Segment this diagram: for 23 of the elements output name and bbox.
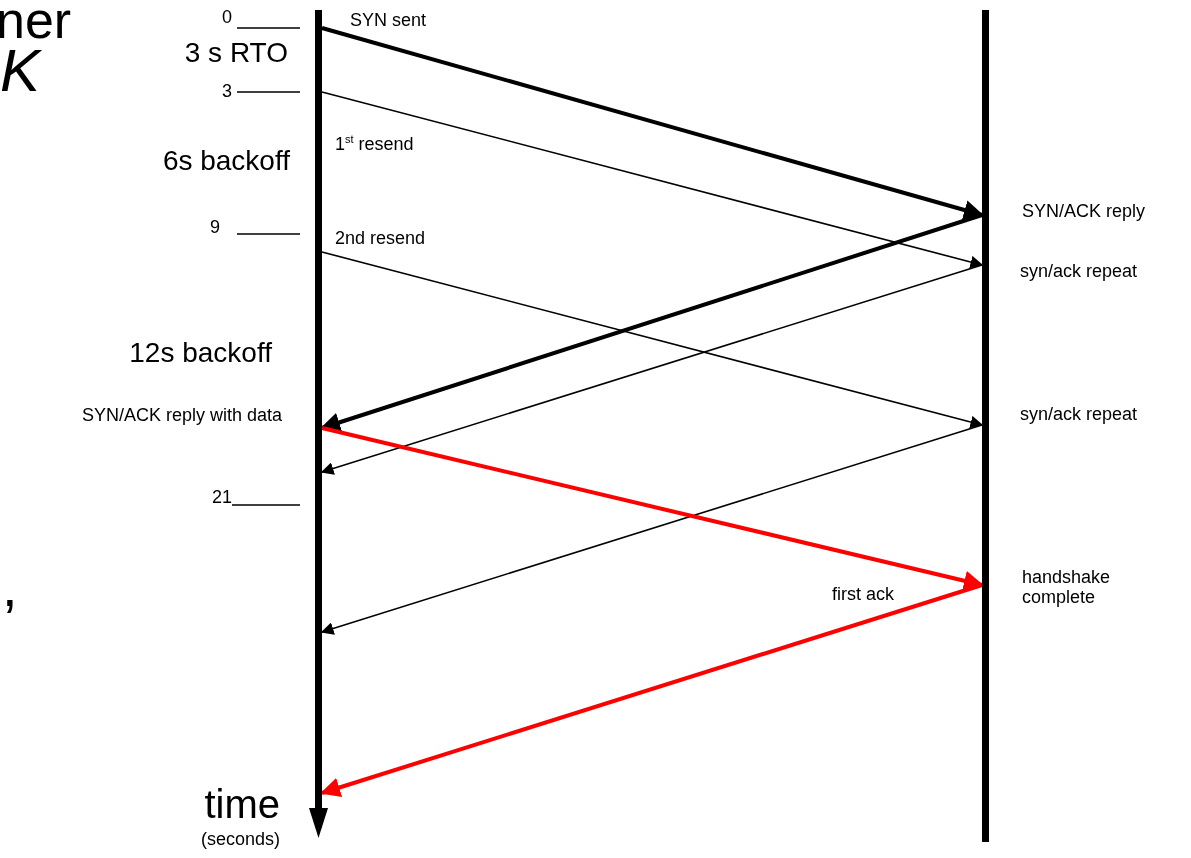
- arrow: [320, 583, 983, 798]
- text-label: handshake complete: [1022, 568, 1112, 608]
- timeline-bar: [982, 10, 989, 842]
- text-label: ,: [2, 556, 18, 618]
- text-label: 6s backoff: [162, 146, 290, 177]
- text-label: 21: [211, 488, 232, 508]
- arrow: [320, 213, 983, 432]
- text-label: 3: [222, 82, 232, 102]
- text-label: 9: [210, 218, 220, 238]
- text-label: (seconds): [200, 830, 280, 850]
- text-label: time: [204, 782, 280, 826]
- text-label: SYN/ACK reply: [1022, 202, 1146, 222]
- arrow: [320, 264, 983, 475]
- text-label: 3 s RTO: [184, 38, 288, 69]
- text-label: 12s backoff: [129, 338, 272, 369]
- text-label: syn/ack repeat: [1020, 262, 1138, 282]
- arrow: [321, 26, 984, 220]
- text-label: SYN/ACK reply with data: [81, 406, 282, 426]
- arrow: [321, 91, 984, 269]
- text-label: 0: [222, 8, 232, 28]
- arrow: [321, 251, 984, 429]
- arrow: [320, 424, 983, 635]
- text-label: syn/ack repeat: [1020, 405, 1138, 425]
